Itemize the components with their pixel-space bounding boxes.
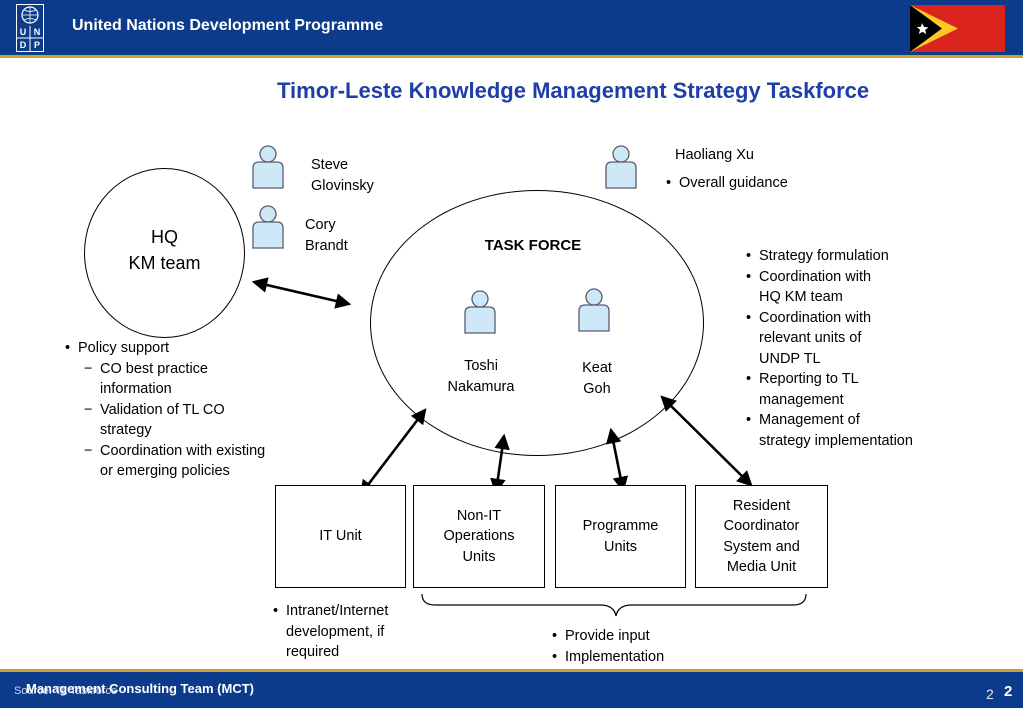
person-label-cory: Cory Brandt xyxy=(305,217,348,254)
footer-source: Source: TL Taskforce xyxy=(14,685,118,697)
person-icon-keat xyxy=(578,288,610,332)
task-force-label: TASK FORCE xyxy=(484,237,582,254)
input-bullets: Provide input Implementation xyxy=(549,626,664,667)
person-label-steve: Steve Glovinsky xyxy=(311,157,374,194)
hq-km-team-label: HQ KM team xyxy=(128,227,201,273)
strategy-bullet-item: Coordination with relevant units of UNDP… xyxy=(743,308,913,370)
it-bullet-item: Intranet/Internet development, if requir… xyxy=(270,601,388,663)
logo-letter-p: P xyxy=(34,40,40,50)
header-bar: U N D P United Nations Development Progr… xyxy=(0,0,1023,55)
unit-box-non-it-operations: Non-IT Operations Units xyxy=(413,485,545,588)
policy-sub-item: Validation of TL CO strategy xyxy=(62,400,265,441)
it-bullets: Intranet/Internet development, if requir… xyxy=(270,601,388,663)
footer-bar: Source: TL Taskforce Management Consulti… xyxy=(0,672,1023,708)
double-arrow-icon-rc-system xyxy=(660,395,753,487)
person-icon-haoliang xyxy=(605,145,637,189)
person-icon-steve xyxy=(252,145,284,189)
policy-bullet-item: Policy support CO best practice informat… xyxy=(62,338,265,482)
page-number-small: 2 xyxy=(986,686,994,702)
task-force-circle xyxy=(370,190,704,456)
double-arrow-icon-it-unit xyxy=(359,408,427,496)
person-icon-toshi xyxy=(464,290,496,334)
unit-label-programme: Programme Units xyxy=(582,518,659,555)
strategy-bullet-item: Reporting to TL management xyxy=(743,369,913,410)
person-icon-cory xyxy=(252,205,284,249)
unit-box-rc-system-media: Resident Coordinator System and Media Un… xyxy=(695,485,828,588)
input-bullet-item: Provide input xyxy=(549,626,664,647)
haoliang-bullets: Overall guidance xyxy=(663,173,788,194)
policy-sub-item: Coordination with existing or emerging p… xyxy=(62,441,265,482)
footer-gold-rule xyxy=(0,669,1023,672)
strategy-bullets: Strategy formulation Coordination with H… xyxy=(743,246,913,451)
policy-sub-list: CO best practice information Validation … xyxy=(62,359,265,482)
unit-label-non-it-operations: Non-IT Operations Units xyxy=(443,507,515,565)
double-arrow-icon-non-it xyxy=(490,433,510,495)
logo-letter-n: N xyxy=(34,27,41,37)
slide-title: Timor-Leste Knowledge Management Strateg… xyxy=(277,78,870,103)
timor-leste-flag-icon xyxy=(910,5,1005,52)
unit-label-rc-system-media: Resident Coordinator System and Media Un… xyxy=(723,497,800,576)
unit-box-programme: Programme Units xyxy=(555,485,686,588)
footer-team: Management Consulting Team (MCT) xyxy=(26,681,254,696)
header-gold-rule xyxy=(0,55,1023,58)
policy-bullets: Policy support CO best practice informat… xyxy=(62,338,265,482)
person-label-toshi: Toshi Nakamura xyxy=(447,358,515,395)
double-arrow-icon-hq-taskforce xyxy=(251,277,352,309)
logo-letter-d: D xyxy=(20,40,27,50)
strategy-bullet-item: Coordination with HQ KM team xyxy=(743,267,913,308)
unit-box-it: IT Unit xyxy=(275,485,406,588)
person-label-keat: Keat Goh xyxy=(582,360,612,397)
policy-sub-item: CO best practice information xyxy=(62,359,265,400)
org-name: United Nations Development Programme xyxy=(72,17,384,34)
logo-letter-u: U xyxy=(20,27,27,37)
haoliang-bullet-item: Overall guidance xyxy=(663,173,788,194)
strategy-bullet-item: Strategy formulation xyxy=(743,246,913,267)
un-logo-icon: U N D P xyxy=(16,4,44,52)
unit-label-it: IT Unit xyxy=(319,528,362,545)
input-bullet-item: Implementation xyxy=(549,647,664,668)
strategy-bullet-item: Management of strategy implementation xyxy=(743,410,913,451)
double-arrow-icon-programme xyxy=(605,427,629,493)
page-number: 2 xyxy=(1004,683,1013,700)
person-label-haoliang: Haoliang Xu xyxy=(675,147,754,163)
curly-brace-icon xyxy=(421,593,807,617)
